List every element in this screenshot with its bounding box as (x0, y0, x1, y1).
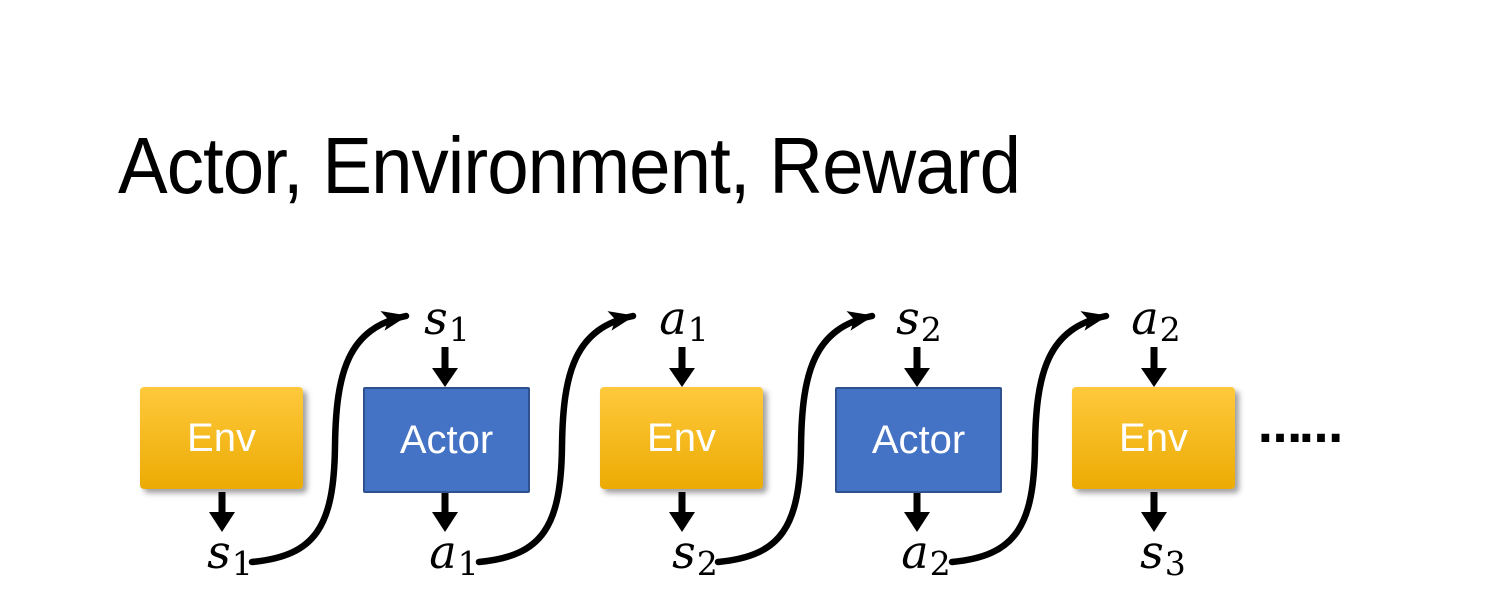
actor-box-2: Actor (835, 387, 1002, 493)
env-box-3-label: Env (1119, 415, 1188, 460)
input-down-arrow-actor1 (432, 347, 458, 387)
label-a2-top: a2 (1131, 291, 1181, 350)
label-s1-bottom: s1 (207, 525, 253, 584)
curve-arrow-s2 (714, 311, 876, 566)
label-a1-bottom: a1 (429, 525, 479, 584)
env-box-1: Env (140, 387, 303, 489)
input-down-arrow-actor2 (904, 347, 930, 387)
continuation-ellipsis: …… (1258, 402, 1343, 453)
env-box-2: Env (600, 387, 763, 489)
env-box-3: Env (1072, 387, 1235, 489)
label-s3-bottom: s3 (1140, 525, 1186, 584)
output-down-arrow-env3 (1141, 492, 1167, 532)
label-s2-top: s2 (896, 291, 942, 350)
curve-arrow-a1 (475, 311, 637, 566)
slide-title: Actor, Environment, Reward (118, 121, 1021, 210)
env-box-2-label: Env (647, 415, 716, 460)
input-down-arrow-env2 (669, 347, 695, 387)
output-down-arrow-actor1 (432, 492, 458, 532)
label-s2-bottom: s2 (672, 525, 718, 584)
actor-box-1-label: Actor (399, 417, 494, 462)
output-down-arrow-env2 (669, 492, 695, 532)
label-a1-top: a1 (659, 291, 709, 350)
actor-box-1: Actor (363, 387, 530, 493)
input-down-arrow-env3 (1141, 347, 1167, 387)
label-s1-top: s1 (424, 291, 470, 350)
actor-box-2-label: Actor (871, 417, 966, 462)
output-down-arrow-actor2 (904, 492, 930, 532)
curve-arrow-a2 (948, 311, 1110, 566)
label-a2-bottom: a2 (901, 525, 951, 584)
output-down-arrow-env1 (209, 492, 235, 532)
curve-arrow-s1 (248, 311, 410, 566)
env-box-1-label: Env (187, 415, 256, 460)
